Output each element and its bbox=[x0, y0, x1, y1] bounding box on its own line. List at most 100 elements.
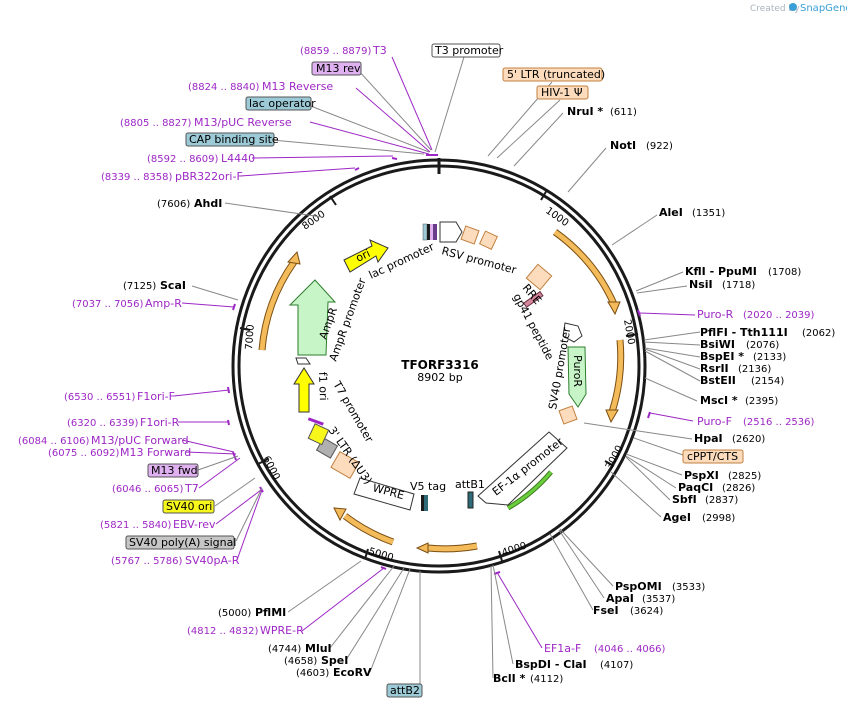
credit-text: Created by bbox=[750, 4, 800, 14]
plasmid-length: 8902 bp bbox=[417, 371, 462, 384]
cppt-box bbox=[558, 405, 578, 425]
pflfi-name: PflFI - Tth111I bbox=[700, 326, 788, 339]
bspdi-name: BspDI - ClaI bbox=[515, 658, 587, 671]
leader-m13-puc-rev bbox=[309, 121, 430, 155]
ltr5-label: 5' LTR (truncated) bbox=[507, 68, 605, 81]
sv40-ori-label: SV40 ori bbox=[166, 500, 212, 513]
ahdi-name: AhdI bbox=[194, 197, 222, 210]
cap-binding-box bbox=[185, 132, 275, 147]
leader-m13-rev bbox=[357, 69, 432, 151]
t7-range: (6046 .. 6065) bbox=[112, 484, 184, 495]
rsv-promoter-arrow bbox=[439, 221, 463, 243]
leader-pflmi bbox=[287, 560, 362, 613]
leader-m13-forward bbox=[185, 451, 237, 455]
sv40-ori-box bbox=[307, 423, 330, 446]
rsv-promoter-label: RSV promoter bbox=[440, 244, 518, 277]
wpre-r-name: WPRE-R bbox=[260, 624, 304, 637]
sbfi-name: SbfI bbox=[672, 493, 697, 506]
orf-arrow-5-outline bbox=[258, 259, 297, 351]
leader-t3 bbox=[391, 56, 433, 151]
alei-pos: (1351) bbox=[692, 208, 725, 219]
boxed-labels: T3 promoter M13 rev 5' LTR (truncated) H… bbox=[125, 43, 744, 698]
orf-arrows bbox=[258, 229, 625, 554]
ltr5-box bbox=[460, 225, 480, 245]
ef1a-promoter-arrow bbox=[477, 431, 568, 506]
f1ori-r-range: (6320 .. 6339) bbox=[67, 418, 139, 429]
leader-bspdi bbox=[492, 564, 514, 665]
rsrii-pos: (2136) bbox=[738, 364, 771, 375]
leader-nrui bbox=[513, 112, 564, 167]
m13-reverse-range: (8824 .. 8840) bbox=[188, 82, 260, 93]
leader-lines bbox=[173, 56, 701, 685]
bspei-pos: (2133) bbox=[753, 352, 786, 363]
m13-forward-name: M13 Forward bbox=[120, 446, 191, 459]
pspxi-pos: (2825) bbox=[728, 471, 761, 482]
ef1a-green-arc bbox=[507, 471, 553, 510]
puror-arrow bbox=[567, 346, 587, 408]
puro-f-range: (2516 .. 2536) bbox=[743, 417, 815, 428]
enzyme-labels: NruI * (611) NotI (922) AleI (1351) KflI… bbox=[123, 105, 835, 685]
leader-amp-r bbox=[181, 302, 235, 308]
leader-t7 bbox=[198, 457, 241, 489]
leader-ef1a-f bbox=[497, 573, 543, 649]
t3-range: (8859 .. 8879) bbox=[300, 46, 372, 57]
ef1a-label: EF-1α promoter bbox=[490, 435, 566, 499]
pbr322ori-f-range: (8339 .. 8358) bbox=[101, 172, 173, 183]
pspxi-name: PspXI bbox=[684, 469, 719, 482]
msci-pos: (2395) bbox=[745, 396, 778, 407]
ef1a-f-range: (4046 .. 4066) bbox=[594, 644, 666, 655]
f1ori-f-name: F1ori-F bbox=[137, 390, 175, 403]
snapgene-credit: Created by SnapGene bbox=[750, 3, 847, 14]
paqci-pos: (2826) bbox=[722, 483, 755, 494]
leader-ecorv bbox=[369, 568, 411, 673]
m13-fwd-box bbox=[147, 463, 199, 478]
pflmi-name: PflMI bbox=[255, 606, 286, 619]
fsei-pos: (3624) bbox=[630, 606, 663, 617]
tick-label-6000: 6000 bbox=[260, 454, 281, 482]
rsrii-name: RsrII bbox=[700, 362, 729, 375]
tick-3000 bbox=[604, 460, 615, 467]
m13-rev-box bbox=[311, 61, 362, 76]
attb1-mark bbox=[467, 491, 474, 509]
nsii-pos: (1718) bbox=[722, 280, 755, 291]
tick-label-1000: 1000 bbox=[543, 205, 570, 229]
t3-mark bbox=[433, 224, 437, 240]
cppt-label: cPPT/CTS bbox=[687, 450, 738, 463]
leader-m13-reverse bbox=[355, 87, 431, 153]
m13-rev-label: M13 rev bbox=[316, 62, 361, 75]
leader-puro-r bbox=[639, 312, 696, 316]
v5-mark bbox=[421, 495, 424, 511]
pflfi-pos: (2062) bbox=[802, 328, 835, 339]
leader-alei bbox=[611, 214, 658, 246]
t7-name: T7 bbox=[184, 482, 199, 495]
leader-m13-fwd bbox=[197, 455, 239, 471]
ori-label: ori bbox=[354, 247, 372, 265]
hpai-name: HpaI bbox=[694, 432, 723, 445]
tick-label-8000: 8000 bbox=[300, 209, 327, 233]
ltr3-box bbox=[330, 451, 360, 479]
tick-4000 bbox=[498, 550, 503, 562]
tick-6000 bbox=[257, 458, 269, 465]
leader-polya bbox=[235, 487, 263, 542]
attb2-mark bbox=[424, 495, 428, 511]
tick-marks bbox=[239, 189, 639, 562]
leader-bsiwi bbox=[643, 341, 701, 346]
f1-ori-arrow bbox=[293, 367, 315, 413]
m13-puc-reverse-name: M13/pUC Reverse bbox=[194, 116, 292, 129]
orf-arrow-4 bbox=[343, 513, 394, 545]
leader-pspxi bbox=[625, 453, 683, 476]
tick-7000 bbox=[239, 327, 251, 331]
sv40pa-r-range: (5767 .. 5786) bbox=[111, 556, 183, 567]
f1-ori-label: f1 ori bbox=[316, 372, 330, 401]
pflmi-pos: (5000) bbox=[218, 608, 251, 619]
cap-site-mark bbox=[427, 224, 430, 240]
m13-forward-range: (6075 .. 6092) bbox=[48, 448, 120, 459]
primer-mark-puro-r bbox=[637, 309, 641, 317]
leader-hiv bbox=[496, 99, 561, 159]
ori-arrow bbox=[343, 239, 389, 273]
leader-kfli bbox=[635, 271, 684, 292]
leader-ahdi bbox=[224, 202, 323, 218]
tick-5000 bbox=[364, 548, 369, 560]
leader-msci bbox=[644, 377, 698, 402]
